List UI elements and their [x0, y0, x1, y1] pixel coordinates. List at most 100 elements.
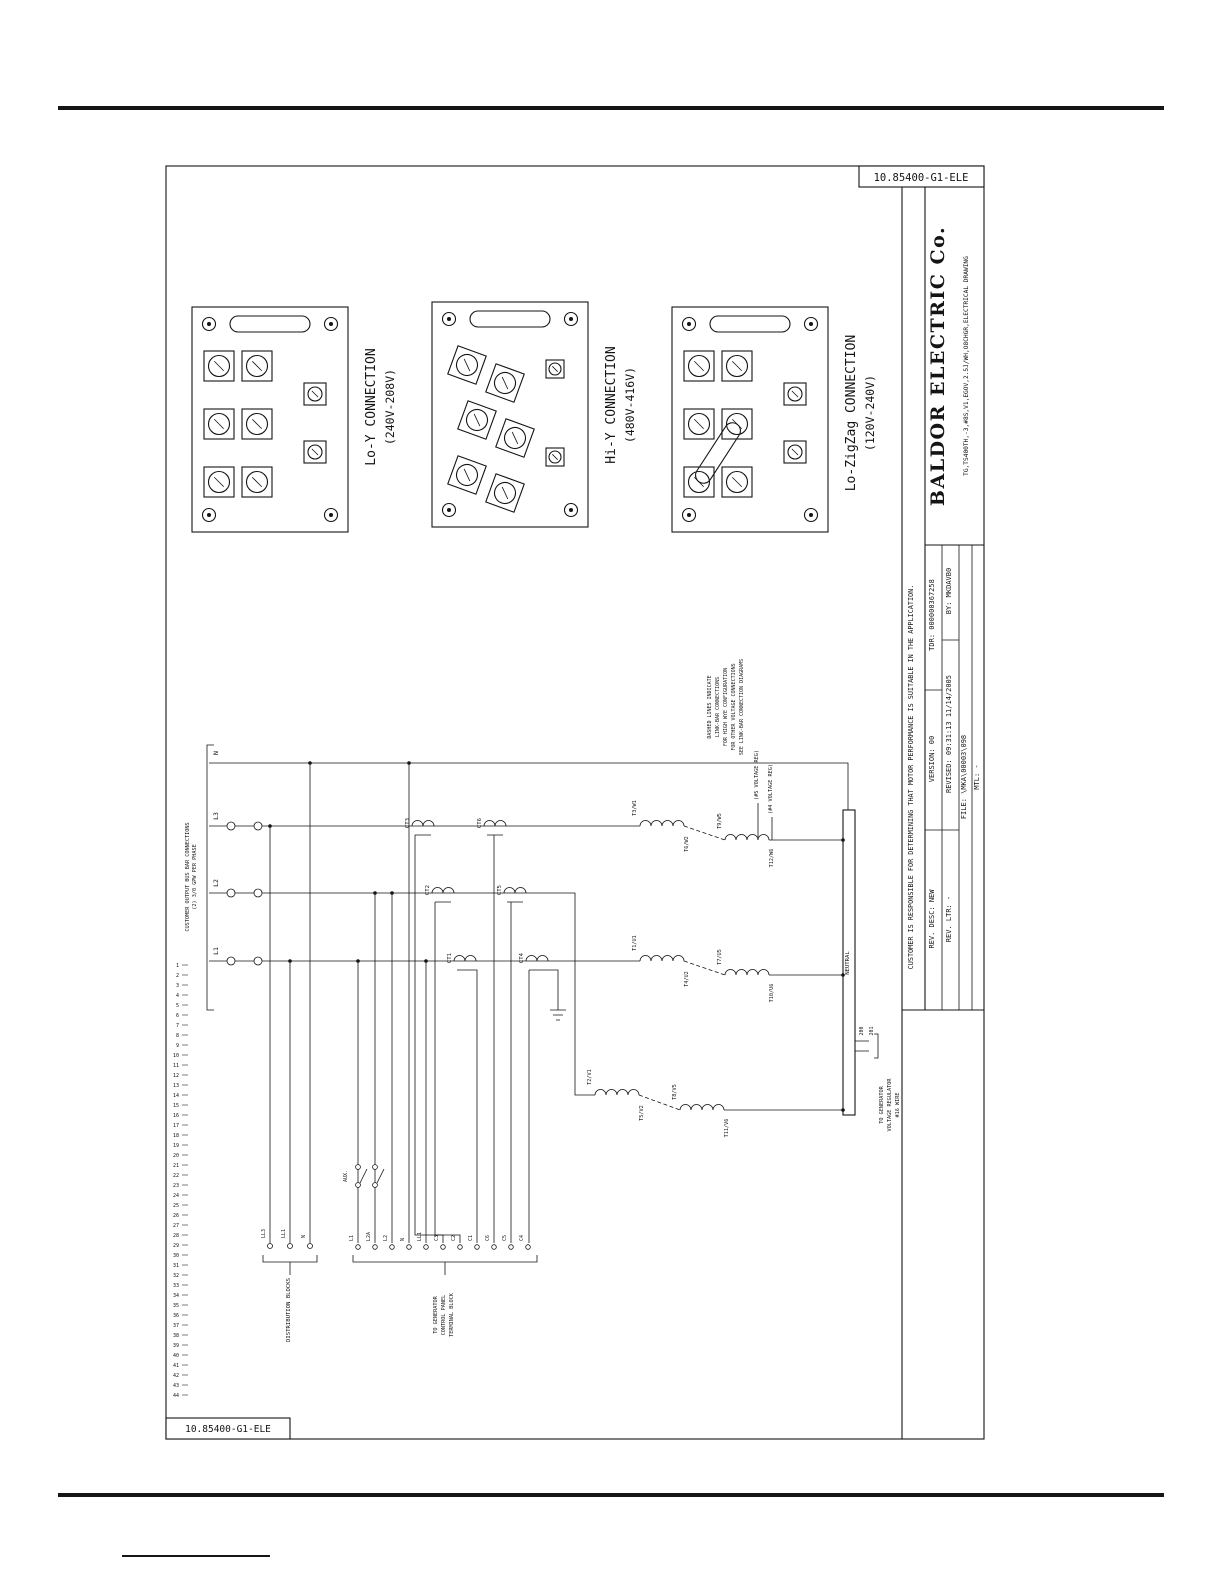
lead-label-t6w2: T6/W2	[684, 836, 690, 852]
lead-label-t3w1: T3/W1	[632, 800, 638, 816]
grid-number: 28	[173, 1233, 179, 1239]
grid-number: 21	[173, 1163, 179, 1169]
lead-label-t9w5: T9/W5	[717, 813, 723, 829]
phase-label-l3: L3	[212, 812, 220, 820]
corner-screw	[441, 502, 457, 518]
bottom-rule	[58, 1493, 1164, 1497]
grid-number: 16	[173, 1113, 179, 1119]
footnote-rule	[122, 1555, 270, 1557]
lead-label-t4u2: T4/U2	[684, 971, 690, 987]
bus-lugs	[226, 821, 263, 966]
terminal-pad	[241, 466, 273, 498]
panel-terminal	[423, 1244, 429, 1250]
note-line-1: DASHED LINES INDICATE	[707, 675, 713, 738]
voltage-reg-taps: (#5 VOLTAGE REG) (#4 VOLTAGE REG)	[754, 750, 774, 840]
ct5-label: CT5	[497, 885, 503, 895]
grid-number: 43	[173, 1383, 179, 1389]
lead-label-t12w6: T12/W6	[769, 849, 775, 868]
grid-number: 33	[173, 1283, 179, 1289]
corner-screw	[563, 502, 579, 518]
terminal-pad	[203, 408, 235, 440]
corner-screw	[323, 507, 339, 523]
terminal-pad	[683, 350, 715, 382]
phase-label-l2: L2	[212, 879, 220, 887]
lead-label-t10u6: T10/U6	[769, 984, 775, 1003]
ct4-label: CT4	[519, 952, 525, 963]
junction-dots	[268, 761, 845, 1112]
ct6-label: CT6	[477, 818, 483, 828]
link-bar-note: DASHED LINES INDICATE LINK-BAR CONNECTIO…	[707, 659, 745, 755]
grid-number: 6	[176, 1013, 179, 1019]
corner-screw	[201, 316, 217, 332]
to-vr-line-1: TO GENERATOR	[879, 1085, 885, 1123]
panel-terminal-label: C6	[485, 1235, 491, 1241]
terminal-pad	[303, 440, 327, 464]
grid-number: 7	[176, 1023, 179, 1029]
terminal-pad	[545, 359, 565, 379]
note-line-5: SEE LINK-BAR CONNECTION DIAGRAMS	[739, 659, 745, 755]
bus-bracket	[206, 744, 214, 1011]
corner-screw	[201, 507, 217, 523]
grid-number: 5	[176, 1003, 179, 1009]
grid-number: 8	[176, 1033, 179, 1039]
phase-label-l1: L1	[212, 947, 220, 955]
lead-label-t5v2: T5/V2	[639, 1105, 645, 1121]
generator-schematic: CUSTOMER OUTPUT BUS BAR CONNECTIONS (2) …	[173, 659, 901, 1399]
dist-terminal	[267, 1243, 273, 1249]
panel-terminal	[389, 1244, 395, 1250]
grid-number: 2	[176, 973, 179, 979]
phase-wires	[209, 762, 849, 1243]
terminal-pad	[683, 408, 715, 440]
panel-terminal	[406, 1244, 412, 1250]
panel-terminal-label: L2	[383, 1235, 389, 1241]
lead-label-t2v1: T2/V1	[587, 1069, 593, 1085]
grid-number: 38	[173, 1333, 179, 1339]
wire-200-label: 200	[859, 1026, 865, 1035]
corner-screw	[681, 316, 697, 332]
panel-terminal-label: C3	[434, 1235, 440, 1241]
lead-label-t7u5: T7/U5	[717, 949, 723, 965]
aux-contacts: AUX.	[343, 1164, 385, 1188]
to-panel-line-1: TO GENERATOR	[433, 1295, 439, 1333]
grid-number: 37	[173, 1323, 179, 1329]
panel-terminal-label: C4	[519, 1235, 525, 1241]
terminal-pad	[203, 350, 235, 382]
dist-terminal	[307, 1243, 313, 1249]
corner-screw	[803, 507, 819, 523]
to-panel-line-3: TERMINAL BLOCK	[449, 1292, 455, 1337]
drawing-sheet: 10.85400-G1-ELE 10.85400-G1-ELE CUSTOMER…	[165, 165, 985, 1440]
panel-terminal	[508, 1244, 514, 1250]
grid-number: 34	[173, 1293, 179, 1299]
voltage-regulator-wires: 200 201 TO GENERATOR VOLTAGE REGULATOR #…	[855, 1026, 901, 1132]
corner-screw	[563, 311, 579, 327]
dist-terminal	[287, 1243, 293, 1249]
title-block: CUSTOMER IS RESPONSIBLE FOR DETERMINING …	[901, 187, 984, 1439]
to-vr-line-2: VOLTAGE REGULATOR	[887, 1078, 893, 1132]
grid-number: 9	[176, 1043, 179, 1049]
connection-diagram-lo-y	[191, 306, 349, 533]
note-line-2: LINK-BAR CONNECTIONS	[715, 677, 721, 737]
corner-screw	[323, 316, 339, 332]
terminal-pad	[485, 473, 525, 513]
terminal-block-diagrams	[191, 301, 829, 533]
corner-screw	[803, 316, 819, 332]
panel-terminal	[474, 1244, 480, 1250]
grid-number: 22	[173, 1173, 179, 1179]
grid-number: 35	[173, 1303, 179, 1309]
tdr-field: TDR: 000000367258	[928, 579, 936, 651]
grid-number: 40	[173, 1353, 179, 1359]
grid-number: 36	[173, 1313, 179, 1319]
terminal-pad	[545, 447, 565, 467]
phase-label-n: N	[212, 751, 220, 755]
mounting-slot	[709, 315, 791, 333]
grid-number: 29	[173, 1243, 179, 1249]
disclaimer-text: CUSTOMER IS RESPONSIBLE FOR DETERMINING …	[907, 585, 915, 970]
lead-label-t8v5: T8/V5	[672, 1084, 678, 1100]
rev-ltr-field: REV. LTR: -	[945, 896, 953, 942]
current-transformers: CT3 CT6 CT2 CT5 CT1 CT4	[405, 818, 549, 971]
block-body	[431, 301, 589, 528]
ct3-label: CT3	[405, 818, 411, 828]
panel-terminal-label: L2A	[366, 1232, 372, 1241]
